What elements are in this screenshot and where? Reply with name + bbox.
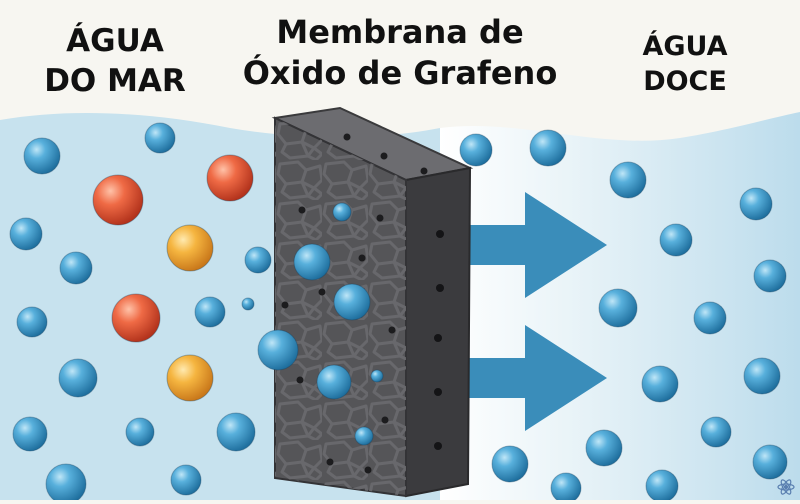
- salt-ion-icon: [206, 154, 254, 202]
- water-molecule-icon: [659, 223, 693, 257]
- right-arrow-icon: [455, 192, 607, 298]
- water-molecule-icon: [491, 445, 529, 483]
- molecules-back: [9, 122, 788, 504]
- membrane-pore: [380, 152, 388, 160]
- water-molecule-icon: [550, 472, 582, 504]
- water-molecule-icon: [585, 429, 623, 467]
- water-molecule-icon: [16, 306, 48, 338]
- water-molecule-icon: [753, 259, 787, 293]
- membrane-pore: [434, 334, 442, 342]
- atom-icon: [777, 479, 795, 495]
- water-molecule-icon: [23, 137, 61, 175]
- water-molecule-icon: [9, 217, 43, 251]
- water-molecule-icon: [641, 365, 679, 403]
- membrane-pore: [381, 416, 389, 424]
- molecules-front: [257, 202, 384, 446]
- membrane-pore: [376, 214, 384, 222]
- membrane-pore: [434, 442, 442, 450]
- membrane-pore: [436, 284, 444, 292]
- water-molecule-icon: [752, 444, 788, 480]
- water-molecule-icon: [316, 364, 352, 400]
- membrane-label: Membrana de Óxido de Grafeno: [215, 12, 585, 94]
- sea-water-label-line1: ÁGUA: [66, 23, 164, 59]
- right-arrow-icon: [455, 325, 607, 431]
- membrane-label-line1: Membrana de: [276, 13, 524, 51]
- water-molecule-icon: [244, 246, 272, 274]
- salt-ion-icon: [166, 224, 214, 272]
- water-molecule-icon: [144, 122, 176, 154]
- water-molecule-icon: [609, 161, 647, 199]
- salt-ion-icon: [92, 174, 144, 226]
- membrane-pore: [420, 167, 428, 175]
- water-molecule-icon: [333, 283, 371, 321]
- water-molecule-icon: [59, 251, 93, 285]
- fresh-water-label: ÁGUA DOCE: [600, 30, 770, 99]
- water-molecule-icon: [598, 288, 638, 328]
- fresh-water-label-line1: ÁGUA: [642, 31, 728, 62]
- water-molecule-icon: [125, 417, 155, 447]
- membrane-pore: [388, 326, 396, 334]
- membrane-pore: [436, 230, 444, 238]
- membrane-label-line2: Óxido de Grafeno: [242, 53, 558, 92]
- water-molecule-icon: [12, 416, 48, 452]
- water-molecule-icon: [529, 129, 567, 167]
- water-molecule-icon: [739, 187, 773, 221]
- sea-water-label-line2: DO MAR: [44, 62, 186, 99]
- membrane-pore: [364, 466, 372, 474]
- water-molecule-icon: [332, 202, 352, 222]
- membrane-pore: [434, 388, 442, 396]
- water-molecule-icon: [216, 412, 256, 452]
- water-molecule-icon: [293, 243, 331, 281]
- fresh-water-label-line2: DOCE: [643, 65, 727, 97]
- membrane-pore: [318, 288, 326, 296]
- water-molecule-icon: [257, 329, 299, 371]
- membrane-pore: [298, 206, 306, 214]
- membrane-pore: [343, 133, 351, 141]
- water-molecule-icon: [700, 416, 732, 448]
- membrane-pore: [358, 254, 366, 262]
- sea-water-label: ÁGUA DO MAR: [20, 22, 210, 101]
- water-molecule-icon: [58, 358, 98, 398]
- membrane-pore: [326, 458, 334, 466]
- water-molecule-icon: [45, 463, 87, 504]
- water-molecule-icon: [170, 464, 202, 496]
- water-molecule-icon: [194, 296, 226, 328]
- membrane-pore: [296, 376, 304, 384]
- water-molecule-icon: [693, 301, 727, 335]
- salt-ion-icon: [111, 293, 161, 343]
- water-molecule-icon: [645, 469, 679, 503]
- water-molecule-icon: [241, 297, 255, 311]
- water-molecule-icon: [370, 369, 384, 383]
- water-molecule-icon: [743, 357, 781, 395]
- membrane-pore: [281, 301, 289, 309]
- water-molecule-icon: [459, 133, 493, 167]
- water-molecule-icon: [354, 426, 374, 446]
- salt-ion-icon: [166, 354, 214, 402]
- membrane-pores: [281, 133, 444, 474]
